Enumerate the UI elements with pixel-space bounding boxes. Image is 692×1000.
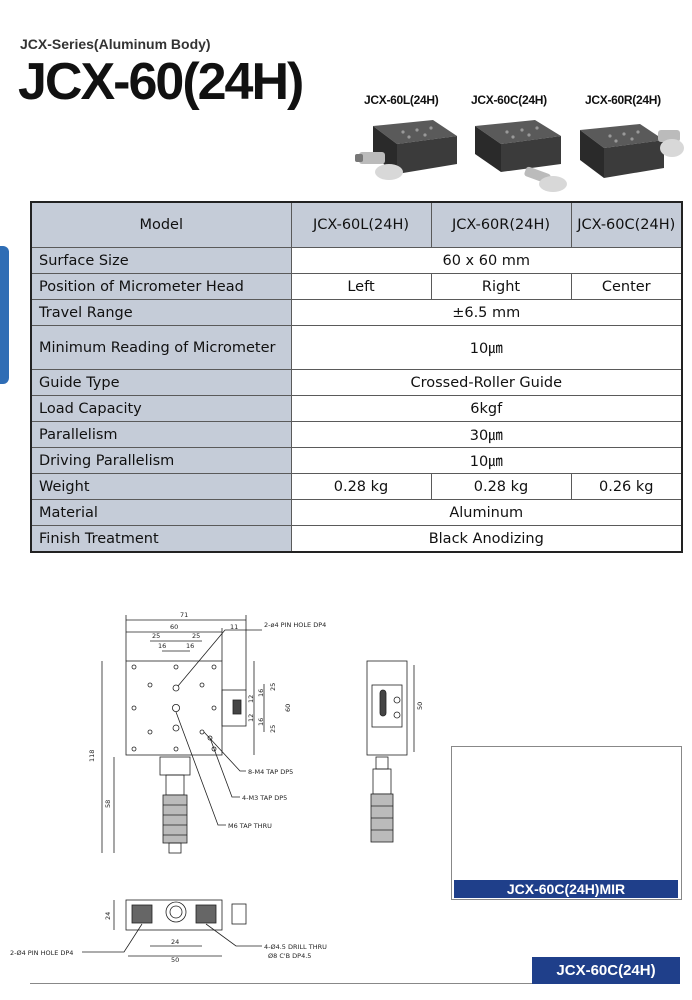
row-value: 6kgf: [290, 395, 683, 423]
table-row: Guide Type Crossed-Roller Guide: [30, 369, 683, 397]
callout-counterbore: Ø8 C'B DP4.5: [268, 952, 311, 960]
row-value: 0.26 kg: [570, 473, 683, 501]
model-header-l: JCX-60L(24H): [290, 201, 432, 249]
row-label: Surface Size: [30, 247, 292, 275]
dim-25-right: 25: [192, 632, 200, 640]
callout-pin-hole-bottom: 2-Ø4 PIN HOLE DP4: [10, 949, 73, 957]
row-label: Material: [30, 499, 292, 527]
row-label: Load Capacity: [30, 395, 292, 423]
row-value: 30㎛: [290, 421, 683, 449]
table-row: Weight 0.28 kg 0.28 kg 0.26 kg: [30, 473, 683, 501]
table-row: Surface Size 60 x 60 mm: [30, 247, 683, 275]
product-photo-center: [475, 120, 567, 192]
dim-16-right: 16: [186, 642, 194, 650]
dim-r60: 60: [284, 704, 292, 712]
callout-m4-tap: 8-M4 TAP DP5: [248, 768, 293, 776]
row-label: Position of Micrometer Head: [30, 273, 292, 301]
table-row: Finish Treatment Black Anodizing: [30, 525, 683, 553]
series-subtitle: JCX-Series(Aluminum Body): [20, 36, 211, 52]
row-value: 0.28 kg: [290, 473, 432, 501]
table-row: Travel Range ±6.5 mm: [30, 299, 683, 327]
row-value: Center: [570, 273, 683, 301]
row-value: Aluminum: [290, 499, 683, 527]
table-row: Load Capacity 6kgf: [30, 395, 683, 423]
callout-m6-tap: M6 TAP THRU: [228, 822, 272, 830]
row-value: Left: [290, 273, 432, 301]
callout-drill-thru: 4-Ø4.5 DRILL THRU: [264, 943, 327, 951]
dim-r25a: 25: [269, 683, 277, 691]
row-value: Black Anodizing: [290, 525, 683, 553]
row-value: 60 x 60 mm: [290, 247, 683, 275]
row-label: Driving Parallelism: [30, 447, 292, 475]
side-tab-marker: [0, 246, 9, 384]
variant-label-right: JCX-60R(24H): [585, 93, 661, 107]
row-value: 0.28 kg: [430, 473, 572, 501]
model-header-c: JCX-60C(24H): [570, 201, 683, 249]
dim-58: 58: [104, 800, 112, 808]
dim-r12a: 12: [247, 695, 255, 703]
row-label: Parallelism: [30, 421, 292, 449]
table-row: Material Aluminum: [30, 499, 683, 527]
footer-divider: [30, 983, 680, 984]
table-header-row: Model JCX-60L(24H) JCX-60R(24H) JCX-60C(…: [30, 201, 683, 249]
table-row: Driving Parallelism 10㎛: [30, 447, 683, 475]
row-value: 10㎛: [290, 325, 683, 371]
variant-label-center: JCX-60C(24H): [471, 93, 547, 107]
product-photo-left: [355, 120, 457, 180]
dim-71: 71: [180, 611, 188, 619]
dim-bottom-50: 50: [171, 956, 179, 964]
dim-r12b: 12: [247, 714, 255, 722]
variant-label-left: JCX-60L(24H): [364, 93, 439, 107]
table-row: Minimum Reading of Micrometer 10㎛: [30, 325, 683, 371]
side-view-body: [366, 660, 408, 756]
dim-side-50: 50: [416, 702, 424, 710]
row-value: ±6.5 mm: [290, 299, 683, 327]
dim-16-left: 16: [158, 642, 166, 650]
top-view-side-block: [221, 689, 247, 727]
dim-25-left: 25: [152, 632, 160, 640]
dim-bottom-24: 24: [171, 938, 179, 946]
dim-r16b: 16: [257, 718, 265, 726]
model-header-r: JCX-60R(24H): [430, 201, 572, 249]
table-row: Position of Micrometer Head Left Right C…: [30, 273, 683, 301]
table-row: Parallelism 30㎛: [30, 421, 683, 449]
model-header: Model: [30, 201, 292, 249]
dim-r16a: 16: [257, 689, 265, 697]
dim-118: 118: [88, 750, 96, 762]
spec-table: Model JCX-60L(24H) JCX-60R(24H) JCX-60C(…: [30, 201, 683, 553]
row-label: Weight: [30, 473, 292, 501]
footer-model-label: JCX-60C(24H): [532, 957, 680, 984]
dim-r25b: 25: [269, 725, 277, 733]
mir-variant-box: [451, 746, 682, 900]
row-label: Finish Treatment: [30, 525, 292, 553]
row-value: Crossed-Roller Guide: [290, 369, 683, 397]
dim-11: 11: [230, 623, 238, 631]
callout-m3-tap: 4-M3 TAP DP5: [242, 794, 287, 802]
dim-60: 60: [170, 623, 178, 631]
row-value: Right: [430, 273, 572, 301]
row-value: 10㎛: [290, 447, 683, 475]
row-label: Guide Type: [30, 369, 292, 397]
mir-variant-label: JCX-60C(24H)MIR: [454, 880, 678, 898]
page-title: JCX-60(24H): [18, 53, 304, 111]
callout-pin-hole-top: 2-ø4 PIN HOLE DP4: [264, 621, 326, 629]
dim-bottom-24-height: 24: [104, 912, 112, 920]
row-label: Travel Range: [30, 299, 292, 327]
product-photo-right: [580, 124, 684, 178]
row-label: Minimum Reading of Micrometer: [30, 325, 292, 371]
